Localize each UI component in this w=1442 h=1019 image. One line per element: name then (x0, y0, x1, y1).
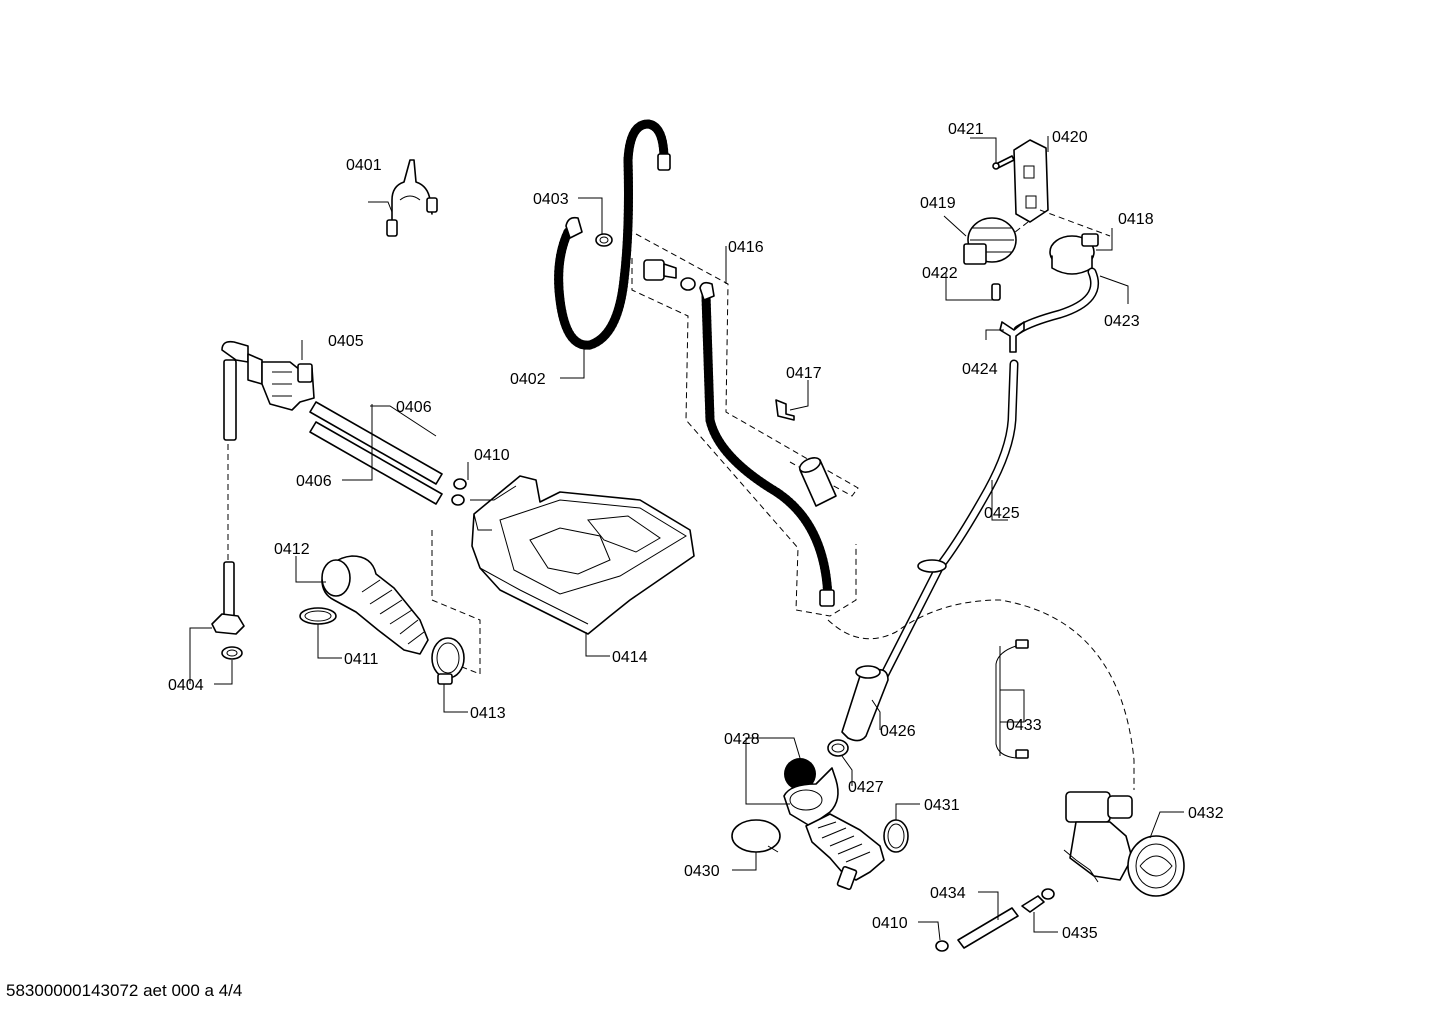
part-0410-clips (451, 478, 467, 506)
part-0431-clamp (883, 819, 909, 853)
label-0403: 0403 (533, 191, 569, 208)
label-0417: 0417 (786, 365, 822, 382)
label-0413: 0413 (470, 705, 506, 722)
part-0411-clamp (299, 607, 337, 625)
label-0422: 0422 (922, 265, 958, 282)
part-0422-tube (991, 283, 1001, 301)
label-0420: 0420 (1052, 129, 1088, 146)
label-0410-lower: 0410 (872, 915, 908, 932)
label-0421: 0421 (948, 121, 984, 138)
part-0416-connector (643, 259, 696, 291)
label-0404: 0404 (168, 677, 204, 694)
label-0414: 0414 (612, 649, 648, 666)
leader-lines (189, 136, 1184, 941)
assembly-outline-mid (631, 258, 857, 617)
part-0426-air-trap (841, 665, 889, 742)
label-0426: 0426 (880, 723, 916, 740)
document-reference: 58300000143072 aet 000 a 4/4 (6, 981, 243, 1000)
label-0423: 0423 (1104, 313, 1140, 330)
label-0425: 0425 (984, 505, 1020, 522)
part-0434-tube (957, 907, 1019, 949)
assembly-outline-drawer (431, 530, 481, 675)
label-0419: 0419 (920, 195, 956, 212)
part-0401-hose-bracket (386, 159, 438, 237)
part-0435-nozzle (1021, 888, 1055, 913)
part-0412-bellows-hose (321, 555, 429, 655)
connection-arc (827, 599, 1135, 790)
part-0420-bracket (1009, 139, 1111, 237)
label-0424: 0424 (962, 361, 998, 378)
part-sump-hose (805, 813, 885, 891)
label-0406-upper: 0406 (396, 399, 432, 416)
part-0423-0425-pressure-tubing (879, 267, 1100, 681)
label-0431: 0431 (924, 797, 960, 814)
part-0430-seal-ring (731, 819, 781, 853)
label-0433: 0433 (1006, 717, 1042, 734)
part-0413-clamp (431, 637, 465, 685)
part-0410-clip-lower (935, 940, 949, 952)
part-0416-drain-hose (699, 281, 835, 607)
label-0406-lower: 0406 (296, 473, 332, 490)
label-0434: 0434 (930, 885, 966, 902)
part-0403-hose-clip (595, 233, 613, 247)
label-0405: 0405 (328, 333, 364, 350)
label-0411: 0411 (344, 651, 379, 668)
part-0406-pipes (309, 401, 443, 505)
part-0404-nozzle (211, 561, 245, 660)
label-0418: 0418 (1118, 211, 1154, 228)
label-0402: 0402 (510, 371, 546, 388)
label-0410-upper: 0410 (474, 447, 510, 464)
label-0412: 0412 (274, 541, 310, 558)
part-0417-clip (775, 399, 795, 421)
part-0432-drain-pump (1063, 791, 1185, 897)
part-0414-dispenser-housing (471, 475, 695, 635)
part-labels: 0401 0402 0403 0404 0405 0406 0406 0410 … (168, 121, 1224, 942)
part-0427-clamp (827, 739, 849, 757)
label-0416: 0416 (728, 239, 764, 256)
part-0417-filter-sleeve (798, 457, 837, 507)
label-0401: 0401 (346, 157, 382, 174)
label-0432: 0432 (1188, 805, 1224, 822)
part-0428-sump-ball (783, 758, 839, 827)
label-0435: 0435 (1062, 925, 1098, 942)
part-0419-pressure-switch (963, 217, 1017, 265)
label-0430: 0430 (684, 863, 720, 880)
label-0428: 0428 (724, 731, 760, 748)
part-0402-inlet-hose (554, 119, 671, 350)
label-0427: 0427 (848, 779, 884, 796)
part-0405-inlet-valve (221, 340, 315, 441)
part-0433-cable (995, 639, 1029, 759)
